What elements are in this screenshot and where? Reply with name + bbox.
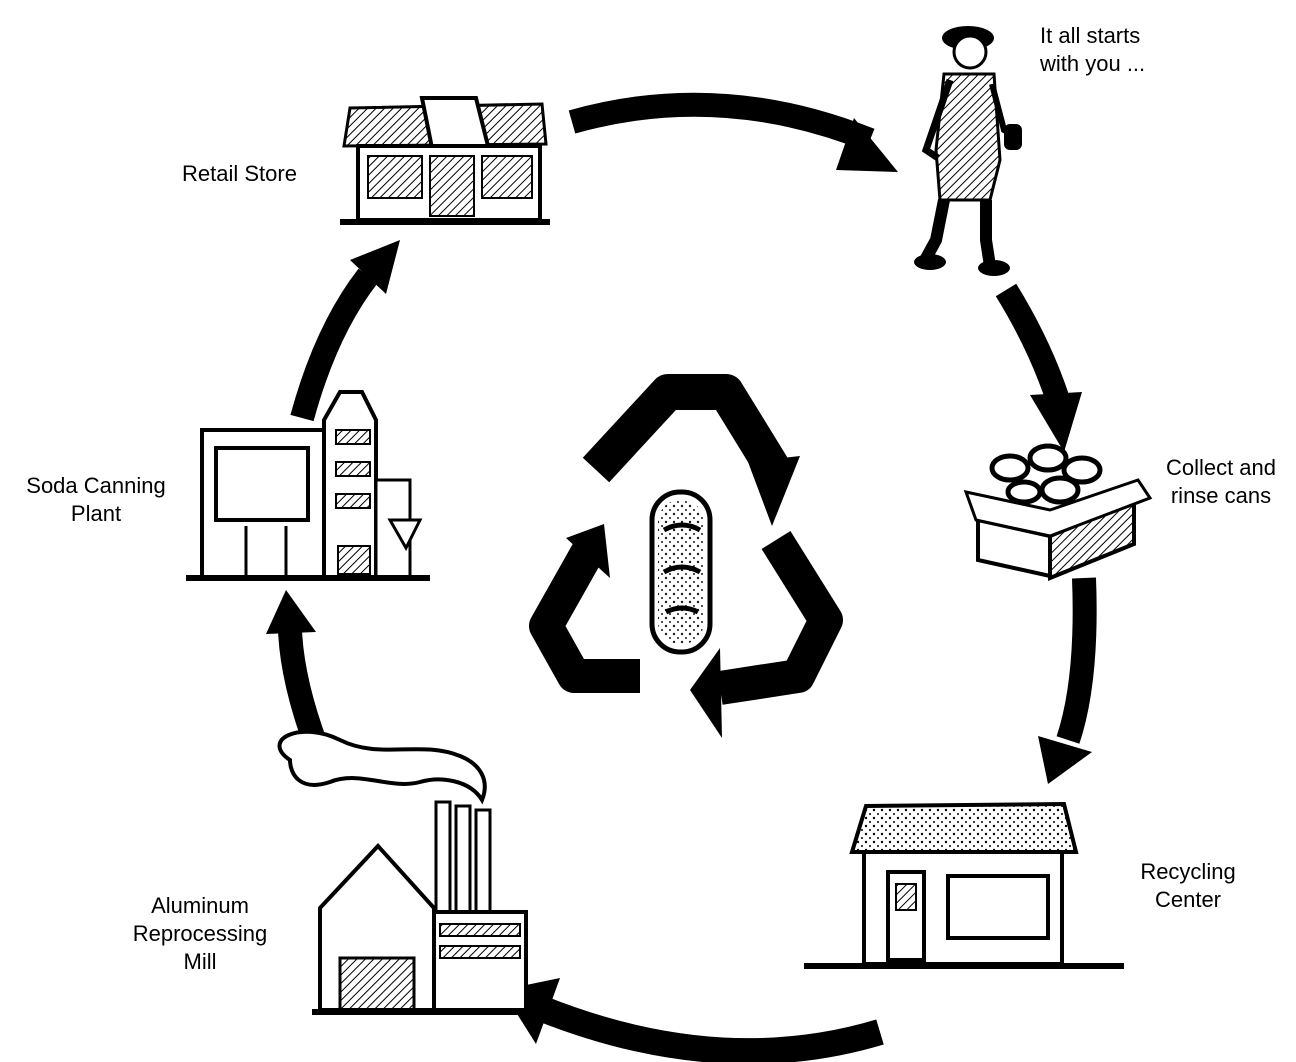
- label-mill-line1: Aluminum: [151, 893, 249, 918]
- label-mill: Aluminum Reprocessing Mill: [120, 892, 280, 976]
- arrow-you-to-collect: [995, 283, 1082, 452]
- canning-plant-icon: [186, 390, 430, 581]
- label-mill-line2: Reprocessing: [132, 921, 268, 946]
- label-recycling-line2: Center: [1154, 887, 1222, 912]
- arrow-recycling-to-mill: [502, 978, 884, 1062]
- cycle-arrows: [266, 92, 1097, 1062]
- label-retail: Retail Store: [182, 160, 297, 188]
- label-collect: Collect and rinse cans: [1156, 454, 1286, 510]
- recycle-symbol-with-can-icon: [529, 374, 843, 738]
- label-collect-line1: Collect and: [1165, 455, 1277, 480]
- label-recycling-line1: Recycling: [1140, 859, 1236, 884]
- label-recycling: Recycling Center: [1118, 858, 1258, 914]
- label-canning-line2: Plant: [70, 501, 122, 526]
- arrow-canning-to-retail: [290, 240, 400, 422]
- label-retail-line1: Retail Store: [182, 161, 297, 186]
- recycling-center-building-icon: [804, 801, 1124, 969]
- label-canning-line1: Soda Canning: [26, 473, 166, 498]
- factory-smokestack-icon: [277, 729, 538, 1015]
- label-you: It all starts with you ...: [1040, 22, 1145, 78]
- label-canning: Soda Canning Plant: [4, 472, 188, 528]
- retail-store-icon: [340, 96, 550, 225]
- label-you-line2: with you ...: [1040, 51, 1146, 76]
- person-walking-icon: [914, 26, 1022, 276]
- label-you-line1: It all starts: [1040, 23, 1141, 48]
- box-of-cans-icon: [963, 443, 1153, 581]
- arrow-mill-to-canning: [266, 590, 328, 750]
- label-collect-line2: rinse cans: [1170, 483, 1272, 508]
- arrow-retail-to-you: [568, 92, 898, 172]
- label-mill-line3: Mill: [183, 949, 217, 974]
- arrow-collect-to-recycling: [1038, 577, 1097, 784]
